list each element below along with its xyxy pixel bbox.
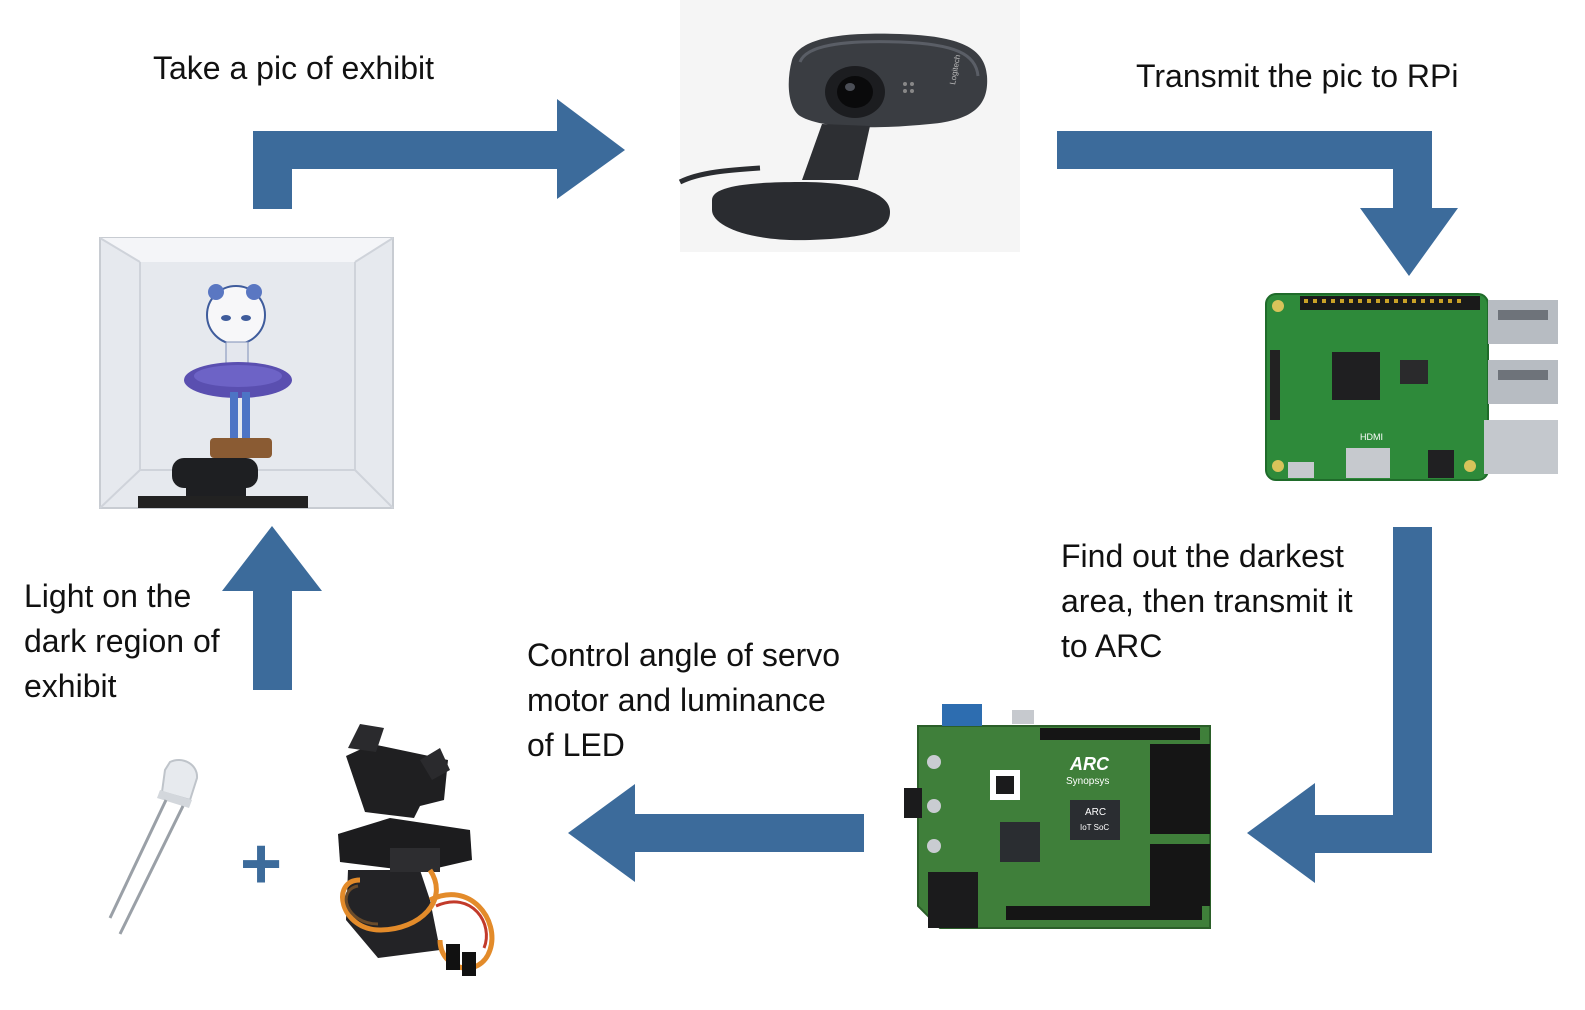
arrow-webcam-to-rpi	[1057, 131, 1458, 276]
arc-iot-board-photo: ARC IoT SoC ARC Synopsys	[904, 704, 1211, 929]
arrow-arc-to-servo	[568, 784, 864, 882]
label-control-servo: Control angle of servo motor and luminan…	[527, 637, 841, 763]
exhibit-box-photo	[99, 237, 394, 509]
servo-pan-tilt-photo	[338, 724, 495, 976]
arrow-exhibit-to-webcam	[253, 99, 625, 209]
rpi-hdmi-text: HDMI	[1360, 432, 1383, 442]
led-photo	[108, 759, 199, 935]
raspberry-pi-board-photo: HDMI	[1265, 293, 1558, 481]
label-light-on: Light on the dark region of exhibit	[24, 578, 220, 704]
arc-logo-text: ARC	[1069, 754, 1110, 774]
arc-soc2-text: IoT SoC	[1080, 823, 1109, 832]
arc-soc-text: ARC	[1085, 807, 1106, 818]
label-find-darkest: Find out the darkest area, then transmit…	[1061, 538, 1353, 664]
arrow-rpi-to-arc	[1247, 527, 1432, 883]
plus-sign: +	[240, 824, 283, 904]
label-take-pic: Take a pic of exhibit	[153, 50, 435, 86]
label-transmit-rpi: Transmit the pic to RPi	[1136, 58, 1459, 94]
arrow-servo-to-exhibit	[222, 526, 322, 690]
webcam-photo: Logitech	[678, 0, 1020, 252]
arc-synopsys-text: Synopsys	[1066, 776, 1109, 787]
